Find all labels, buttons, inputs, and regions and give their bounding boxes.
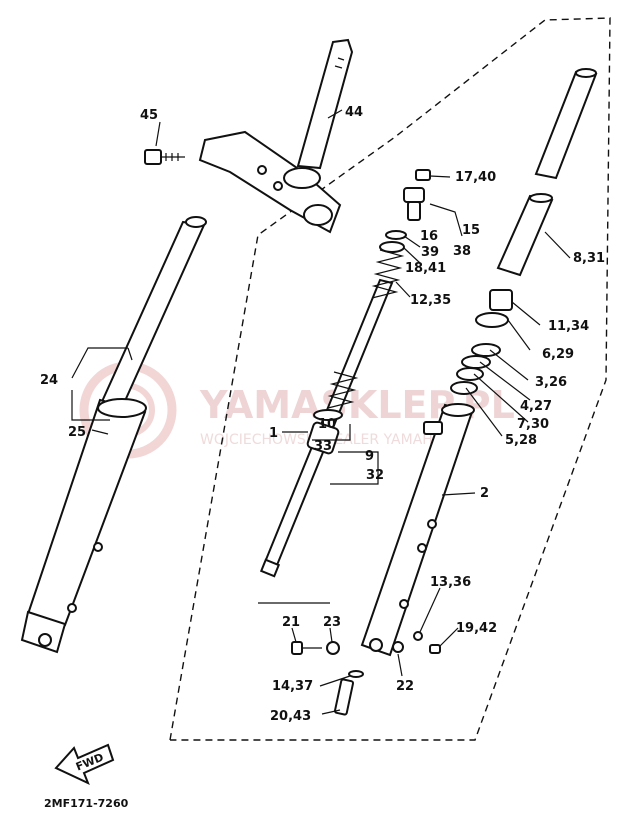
callout-labels: 45 44 17,40 15 16 38 39 18,41 8,31 12,35…: [40, 105, 605, 724]
callout-38: 38: [453, 244, 471, 259]
callout-18-41: 18,41: [405, 261, 446, 276]
sub-assembly-outline: [169, 17, 611, 741]
callout-24: 24: [40, 373, 58, 388]
callout-4-27: 4,27: [520, 399, 552, 414]
steering-stem-part: [198, 38, 354, 234]
callout-44: 44: [345, 105, 363, 120]
callout-19-42: 19,42: [456, 621, 497, 636]
callout-17-40: 17,40: [455, 170, 496, 185]
pinch-bolt-part: [144, 149, 185, 165]
callout-7-30: 7,30: [517, 417, 549, 432]
callout-10: 10: [318, 417, 336, 432]
callout-25: 25: [68, 425, 86, 440]
damper-cylinder-part: [306, 409, 343, 455]
callout-32: 32: [366, 468, 384, 483]
callout-6-29: 6,29: [542, 347, 574, 362]
callout-16: 16: [420, 229, 438, 244]
callout-8-31: 8,31: [573, 251, 605, 266]
leader-lines: [71, 109, 571, 715]
fork-spring-part: [327, 249, 405, 409]
callout-2: 2: [480, 486, 489, 501]
fork-seal-stack-part: [450, 289, 513, 395]
assembled-fork-left: [20, 216, 207, 654]
callout-13-36: 13,36: [430, 575, 471, 590]
callout-14-37: 14,37: [272, 679, 313, 694]
callout-33: 33: [314, 439, 332, 454]
callout-15: 15: [462, 223, 480, 238]
callout-45: 45: [140, 108, 158, 123]
callout-20-43: 20,43: [270, 709, 311, 724]
callout-23: 23: [323, 615, 341, 630]
callout-21: 21: [282, 615, 300, 630]
callout-1: 1: [269, 426, 278, 441]
callout-11-34: 11,34: [548, 319, 589, 334]
callout-5-28: 5,28: [505, 433, 537, 448]
diagram-code: 2MF171-7260: [44, 797, 129, 810]
outer-tube-part: [360, 403, 475, 657]
inner-tube-part: [496, 68, 598, 277]
callout-39: 39: [421, 245, 439, 260]
bottom-hardware-part: [291, 631, 441, 716]
callout-3-26: 3,26: [535, 375, 567, 390]
fwd-arrow-icon: FWD: [54, 743, 115, 785]
callout-9: 9: [365, 449, 374, 464]
callout-22: 22: [396, 679, 414, 694]
cap-bolt-part: [379, 169, 431, 253]
callout-12-35: 12,35: [410, 293, 451, 308]
